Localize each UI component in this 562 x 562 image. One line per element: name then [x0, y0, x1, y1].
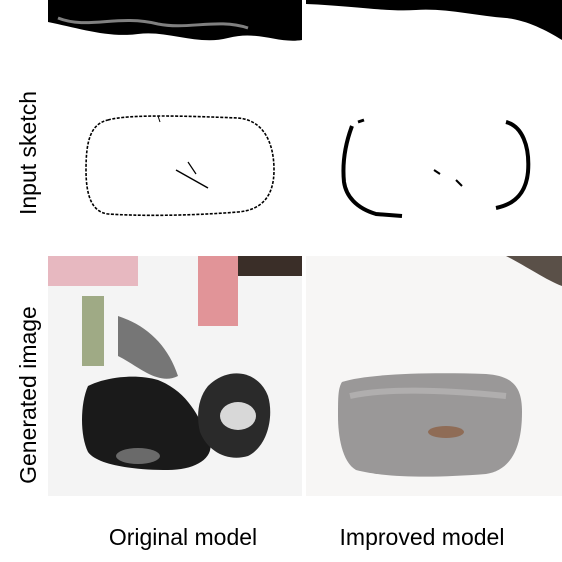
row-label-input-sketch: Input sketch [15, 90, 41, 216]
row-label-generated-image: Generated image [15, 306, 41, 484]
column-label-original-model: Original model [108, 524, 258, 550]
sketch-original-model [48, 92, 302, 242]
generated-improved-model [306, 256, 562, 496]
column-label-improved-model: Improved model [339, 524, 505, 550]
top-strip-left [48, 0, 302, 52]
top-strip-right [306, 0, 562, 40]
sketch-improved-model [306, 92, 562, 242]
generated-original-model [48, 256, 302, 496]
